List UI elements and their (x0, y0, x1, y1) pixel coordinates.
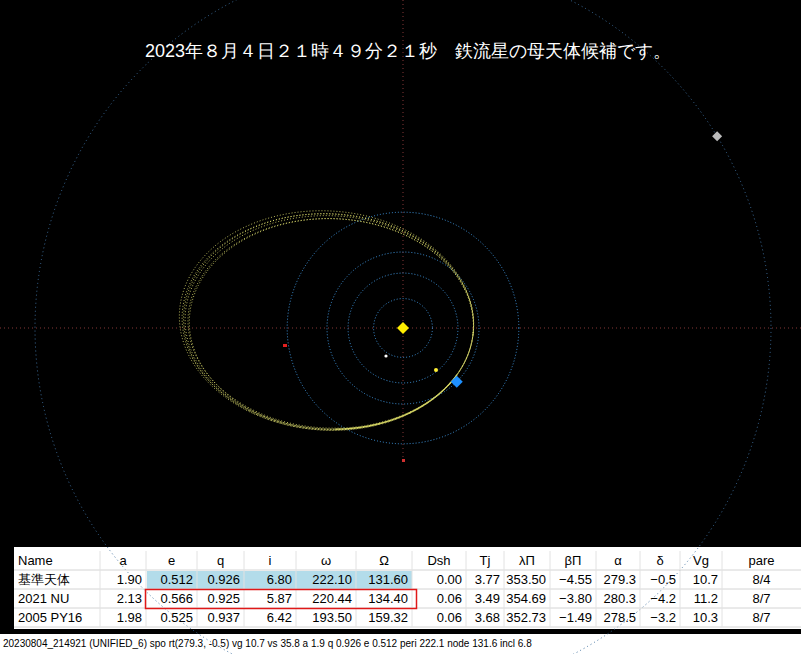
table-rule (14, 570, 801, 571)
table-cell: −1.49 (550, 608, 596, 627)
caption-strip (0, 634, 801, 654)
table-cell: −4.55 (550, 570, 596, 589)
meteoroid-orbit (179, 211, 473, 430)
table-cell: 278.5 (596, 608, 640, 627)
table-header: Ω (356, 551, 412, 570)
table-cell: 2021 NU (14, 589, 100, 608)
table-header: βΠ (550, 551, 596, 570)
table-header: e (146, 551, 197, 570)
table-header: a (100, 551, 146, 570)
jupiter-symbol (712, 131, 722, 141)
table-cell: 3.77 (466, 570, 504, 589)
planet-orbit (35, 0, 771, 654)
table-cell: −4.2 (640, 589, 680, 608)
earth-symbol (451, 376, 463, 388)
table-rule (14, 627, 801, 628)
table-cell: 5.87 (244, 589, 296, 608)
plot-title: 2023年８月４日２１時４９分２１秒 鉄流星の母天体候補です。 (15, 40, 801, 62)
table-cell: 279.3 (596, 570, 640, 589)
table-header: Dsh (412, 551, 466, 570)
table-cell: 8/7 (722, 608, 801, 627)
table-cell: 0.06 (412, 608, 466, 627)
table-header: i (244, 551, 296, 570)
axis-tick (402, 459, 405, 462)
table-cell: −3.80 (550, 589, 596, 608)
table-header: q (197, 551, 244, 570)
table-cell: 0.926 (197, 570, 244, 589)
table-cell: 220.44 (296, 589, 356, 608)
table-cell: 11.2 (680, 589, 722, 608)
table-cell: 280.3 (596, 589, 640, 608)
table-ground (14, 547, 801, 629)
meteoroid-orbit (182, 214, 473, 429)
table-rule (550, 551, 551, 627)
table-header: Tj (466, 551, 504, 570)
meteoroid-orbit (189, 219, 473, 430)
table-cell: 2005 PY16 (14, 608, 100, 627)
table-cell: −0.5 (640, 570, 680, 589)
table-cell: 159.32 (356, 608, 412, 627)
table-header: Vg (680, 551, 722, 570)
table-cell: 3.49 (466, 589, 504, 608)
table-rule (722, 551, 723, 627)
table-cell: 134.40 (356, 589, 412, 608)
caption-text: 20230804_214921 (UNIFIED_6) spo rt(279.3… (3, 637, 532, 651)
table-cell: 352.73 (504, 608, 550, 627)
table-grid (14, 551, 801, 627)
table-header: δ (640, 551, 680, 570)
table-cell: 0.525 (146, 608, 197, 627)
table-header: α (596, 551, 640, 570)
table-cell: 0.566 (146, 589, 197, 608)
table-rule (504, 551, 505, 627)
table-rule (640, 551, 641, 627)
table-rule (680, 551, 681, 627)
table-cell: 6.42 (244, 608, 296, 627)
emphasis-box (146, 590, 417, 609)
table-cell: 0.925 (197, 589, 244, 608)
table-cell: 3.68 (466, 608, 504, 627)
table-cell: 8/7 (722, 589, 801, 608)
table-header: Name (14, 551, 100, 570)
planet-orbit (348, 273, 458, 383)
highlight-cells (147, 571, 412, 589)
table-cell: 8/4 (722, 570, 801, 589)
venus-dot (434, 368, 438, 372)
table-cell: 131.60 (356, 570, 412, 589)
table-cell: 1.98 (100, 608, 146, 627)
table-rule (596, 551, 597, 627)
table-cell: 193.50 (296, 608, 356, 627)
table-rule (466, 551, 467, 627)
table-cell: 222.10 (296, 570, 356, 589)
table-cell: 354.69 (504, 589, 550, 608)
table-cell: 6.80 (244, 570, 296, 589)
node-marker (283, 344, 287, 347)
meteoroid-orbit (184, 214, 474, 431)
table-header: λΠ (504, 551, 550, 570)
sun-symbol (397, 322, 409, 334)
table-cell: 10.3 (680, 608, 722, 627)
mercury-dot (384, 354, 387, 357)
meteoroid-arc (335, 375, 457, 430)
table-cell: −3.2 (640, 608, 680, 627)
table-cell: 基準天体 (14, 570, 100, 589)
table-cell: 10.7 (680, 570, 722, 589)
table-cell: 0.512 (146, 570, 197, 589)
table-cell: 353.50 (504, 570, 550, 589)
planet-orbit (374, 299, 433, 358)
table-cell: 1.90 (100, 570, 146, 589)
table-rule (100, 551, 101, 627)
meteoroid-orbit (188, 219, 474, 429)
table-cell: 0.937 (197, 608, 244, 627)
table-header: pare (722, 551, 801, 570)
table-cell: 0.00 (412, 570, 466, 589)
planet-orbit (287, 212, 519, 444)
table-cell: 0.06 (412, 589, 466, 608)
table-cell: 2.13 (100, 589, 146, 608)
table-header: ω (296, 551, 356, 570)
